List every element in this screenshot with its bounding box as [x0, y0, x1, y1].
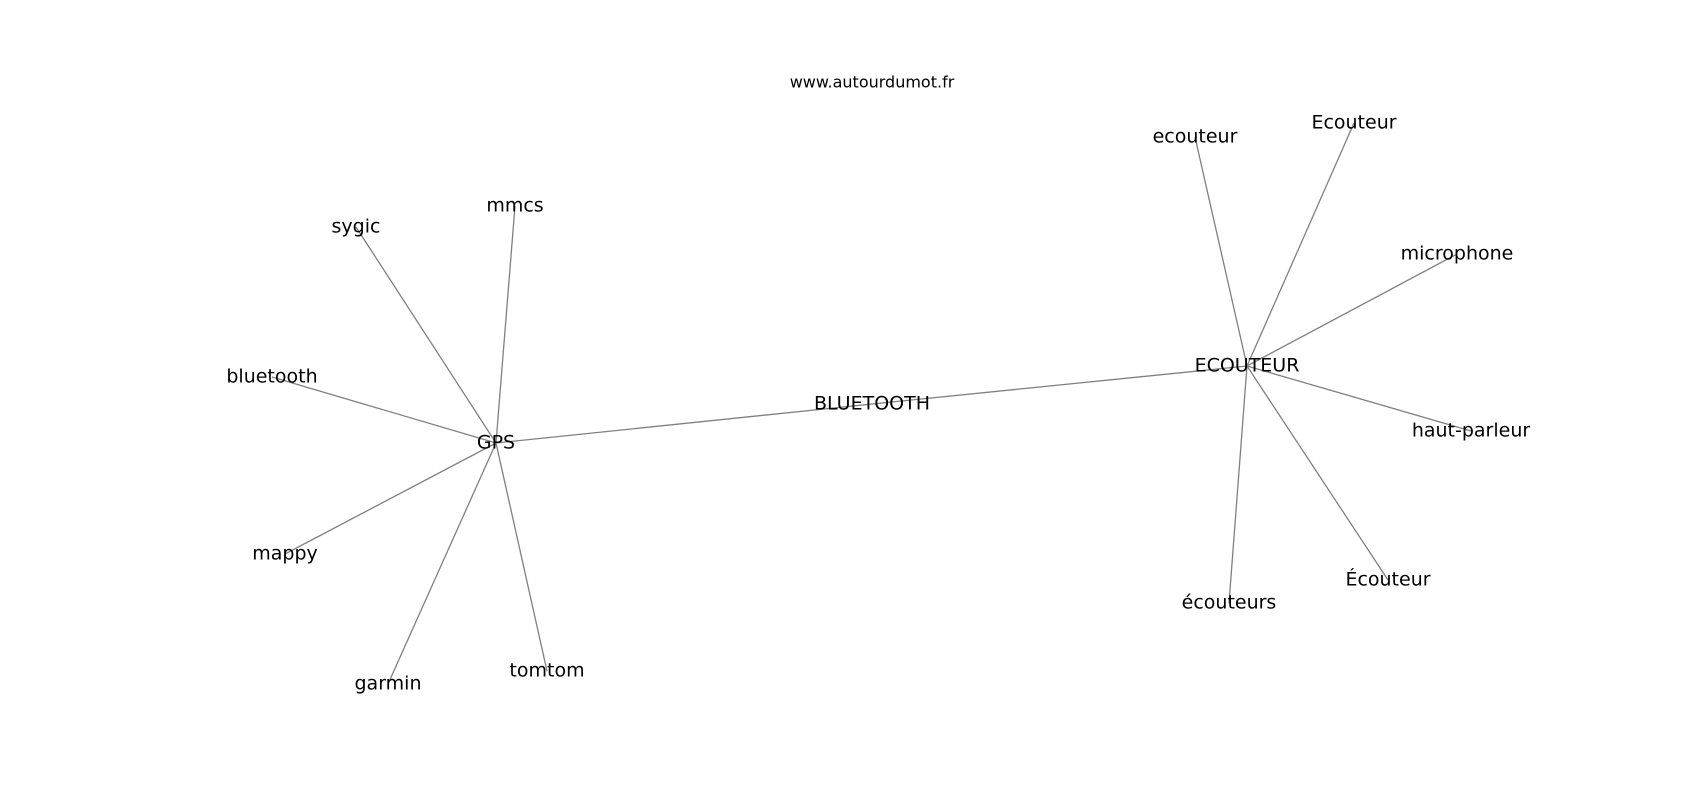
- edge-GPS-garmin: [387, 442, 497, 685]
- node-ECOUTEUR: ECOUTEUR: [1195, 355, 1300, 377]
- node-mmcs: mmcs: [486, 195, 543, 217]
- node-sygic: sygic: [332, 216, 381, 238]
- node-garmin: garmin: [354, 673, 421, 695]
- edge-GPS-mappy: [284, 442, 497, 555]
- source-watermark: www.autourdumot.fr: [790, 73, 955, 92]
- node-BLUETOOTH: BLUETOOTH: [814, 393, 930, 415]
- edge-BLUETOOTH-ECOUTEUR: [871, 365, 1248, 405]
- edge-GPS-tomtom: [495, 442, 548, 672]
- node-microphone: microphone: [1401, 243, 1514, 265]
- node-haut-parleur: haut-parleur: [1412, 420, 1531, 442]
- edge-ECOUTEUR-microphone: [1246, 253, 1458, 367]
- edge-ECOUTEUR-écouteurs: [1228, 365, 1248, 604]
- graph-nodes: BLUETOOTH GPS ECOUTEUR mmcs sygic bluetooth ma…: [226, 112, 1530, 695]
- edge-ECOUTEUR-haut-parleur: [1246, 365, 1472, 432]
- node-Écouteur: Écouteur: [1345, 568, 1430, 591]
- edge-GPS-mmcs: [495, 205, 516, 444]
- node-GPS: GPS: [477, 432, 515, 454]
- edge-ECOUTEUR-Écouteur: [1246, 365, 1389, 581]
- node-Ecouteur: Ecouteur: [1311, 112, 1396, 134]
- node-bluetooth: bluetooth: [226, 366, 317, 388]
- node-ecouteur: ecouteur: [1153, 126, 1238, 148]
- edge-GPS-BLUETOOTH: [495, 403, 873, 444]
- graph-edges: [271, 122, 1472, 685]
- edge-ECOUTEUR-Ecouteur: [1246, 122, 1355, 367]
- edge-GPS-bluetooth: [271, 376, 497, 444]
- node-mappy: mappy: [252, 543, 318, 565]
- node-écouteurs: écouteurs: [1182, 592, 1277, 614]
- edge-ECOUTEUR-ecouteur: [1194, 136, 1248, 367]
- node-tomtom: tomtom: [509, 660, 584, 682]
- edge-GPS-sygic: [355, 226, 497, 444]
